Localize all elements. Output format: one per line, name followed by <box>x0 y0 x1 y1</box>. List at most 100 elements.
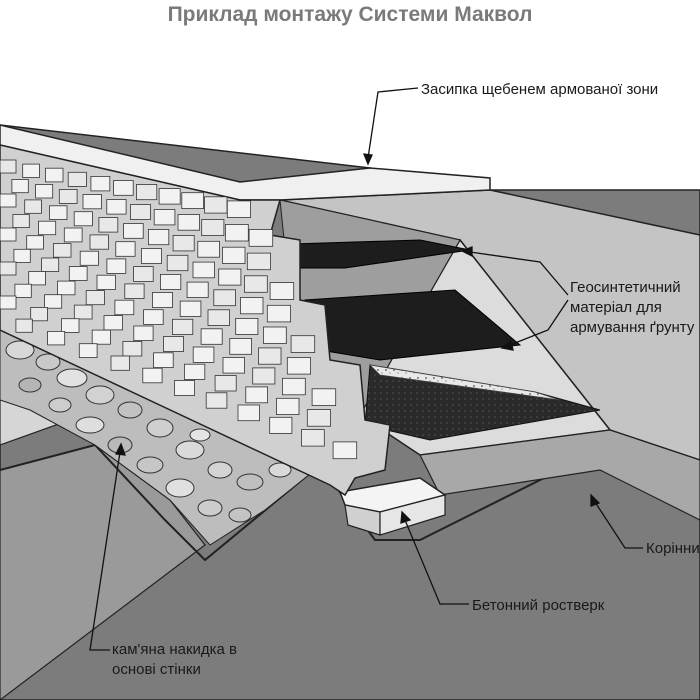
geosynthetic-label: Геосинтетичний матеріал для армування ґр… <box>570 279 695 336</box>
wall-block <box>201 219 225 237</box>
concrete-footing-label: Бетонний ростверк <box>472 597 605 614</box>
concrete-footing <box>338 477 447 536</box>
wall-block <box>47 330 66 346</box>
wall-block <box>0 227 17 242</box>
wall-block <box>143 309 164 325</box>
wall-block <box>171 318 194 335</box>
wall-block <box>44 294 63 309</box>
wall-block <box>192 261 215 279</box>
wall-block <box>218 268 242 286</box>
wall-block <box>252 367 276 385</box>
wall-block <box>281 377 306 396</box>
wall-block <box>166 254 189 272</box>
wall-block <box>153 352 174 368</box>
wall-block <box>38 220 57 236</box>
wall-block <box>174 380 195 396</box>
wall-block <box>14 283 32 298</box>
wall-block <box>67 171 87 187</box>
wall-block <box>222 246 246 264</box>
wall-block <box>214 375 237 392</box>
wall-block <box>135 184 158 201</box>
wall-block <box>245 386 269 404</box>
wall-block <box>159 273 182 290</box>
wall-block <box>235 317 259 335</box>
wall-block <box>224 224 249 242</box>
wall-block <box>53 243 72 258</box>
wall-block <box>0 295 17 310</box>
wall-block <box>300 429 325 447</box>
native-soil-label: Корінний <box>646 540 700 557</box>
wall-block <box>79 250 99 266</box>
wall-block <box>237 404 260 422</box>
wall-block <box>248 229 274 247</box>
wall-block <box>213 289 237 307</box>
wall-block <box>243 275 268 293</box>
wall-block <box>222 356 245 374</box>
wall-block <box>258 347 282 365</box>
wall-block <box>204 196 228 214</box>
wall-block <box>49 205 68 220</box>
backfill-label: Засипка щебенем армованої зони <box>421 81 659 98</box>
wall-block <box>11 179 29 194</box>
wall-block <box>106 199 127 215</box>
block-wall <box>0 144 391 497</box>
wall-block <box>78 343 98 359</box>
wall-block <box>266 304 291 323</box>
wall-block <box>57 280 76 296</box>
wall-block <box>311 388 337 406</box>
wall-block <box>200 328 223 345</box>
wall-block <box>103 315 123 331</box>
wall-block <box>12 213 30 228</box>
wall-block <box>240 297 264 315</box>
wall-block <box>181 192 205 209</box>
wall-block-grid <box>0 159 358 460</box>
wall-block <box>63 227 83 243</box>
wall-block <box>172 234 195 252</box>
wall-block <box>186 281 209 299</box>
wall-block <box>286 357 311 375</box>
wall-block <box>22 163 40 178</box>
wall-block <box>82 194 102 210</box>
wall-block <box>26 235 44 250</box>
wall-block <box>133 325 154 342</box>
wall-block <box>207 309 230 326</box>
stone-apron-label: кам'яна накидка в основі стінки <box>112 641 238 678</box>
wall-block <box>24 199 42 214</box>
wall-block <box>96 274 116 290</box>
wall-block <box>269 416 293 434</box>
wall-block <box>192 346 215 363</box>
wall-block <box>205 392 228 409</box>
wall-block <box>58 189 78 204</box>
wall-block <box>41 257 60 272</box>
wall-block <box>130 204 151 220</box>
wall-block <box>269 282 295 300</box>
wall-block <box>246 252 272 271</box>
wall-block <box>226 200 252 218</box>
wall-block <box>0 261 17 276</box>
wall-block <box>15 318 33 333</box>
stone-apron <box>0 329 316 546</box>
wall-block <box>0 159 17 174</box>
wall-block <box>163 336 184 352</box>
wall-block <box>158 188 181 205</box>
wall-block <box>68 266 88 281</box>
wall-block <box>13 248 31 263</box>
wall-block <box>276 397 300 415</box>
wall-block <box>152 292 173 308</box>
wall-block <box>35 184 54 199</box>
wall-block <box>91 329 111 345</box>
wall-block <box>85 290 105 306</box>
leader-lines <box>89 87 643 651</box>
wall-block <box>142 367 163 384</box>
wall-block <box>30 306 48 322</box>
wall-block <box>197 240 221 258</box>
wall-block <box>262 326 287 344</box>
wall-block <box>123 223 144 239</box>
wall-block <box>73 211 93 227</box>
wall-block <box>229 337 253 355</box>
wall-block <box>177 214 200 231</box>
wall-block <box>179 300 202 317</box>
wall-block <box>124 283 145 299</box>
wall-block <box>110 355 130 371</box>
